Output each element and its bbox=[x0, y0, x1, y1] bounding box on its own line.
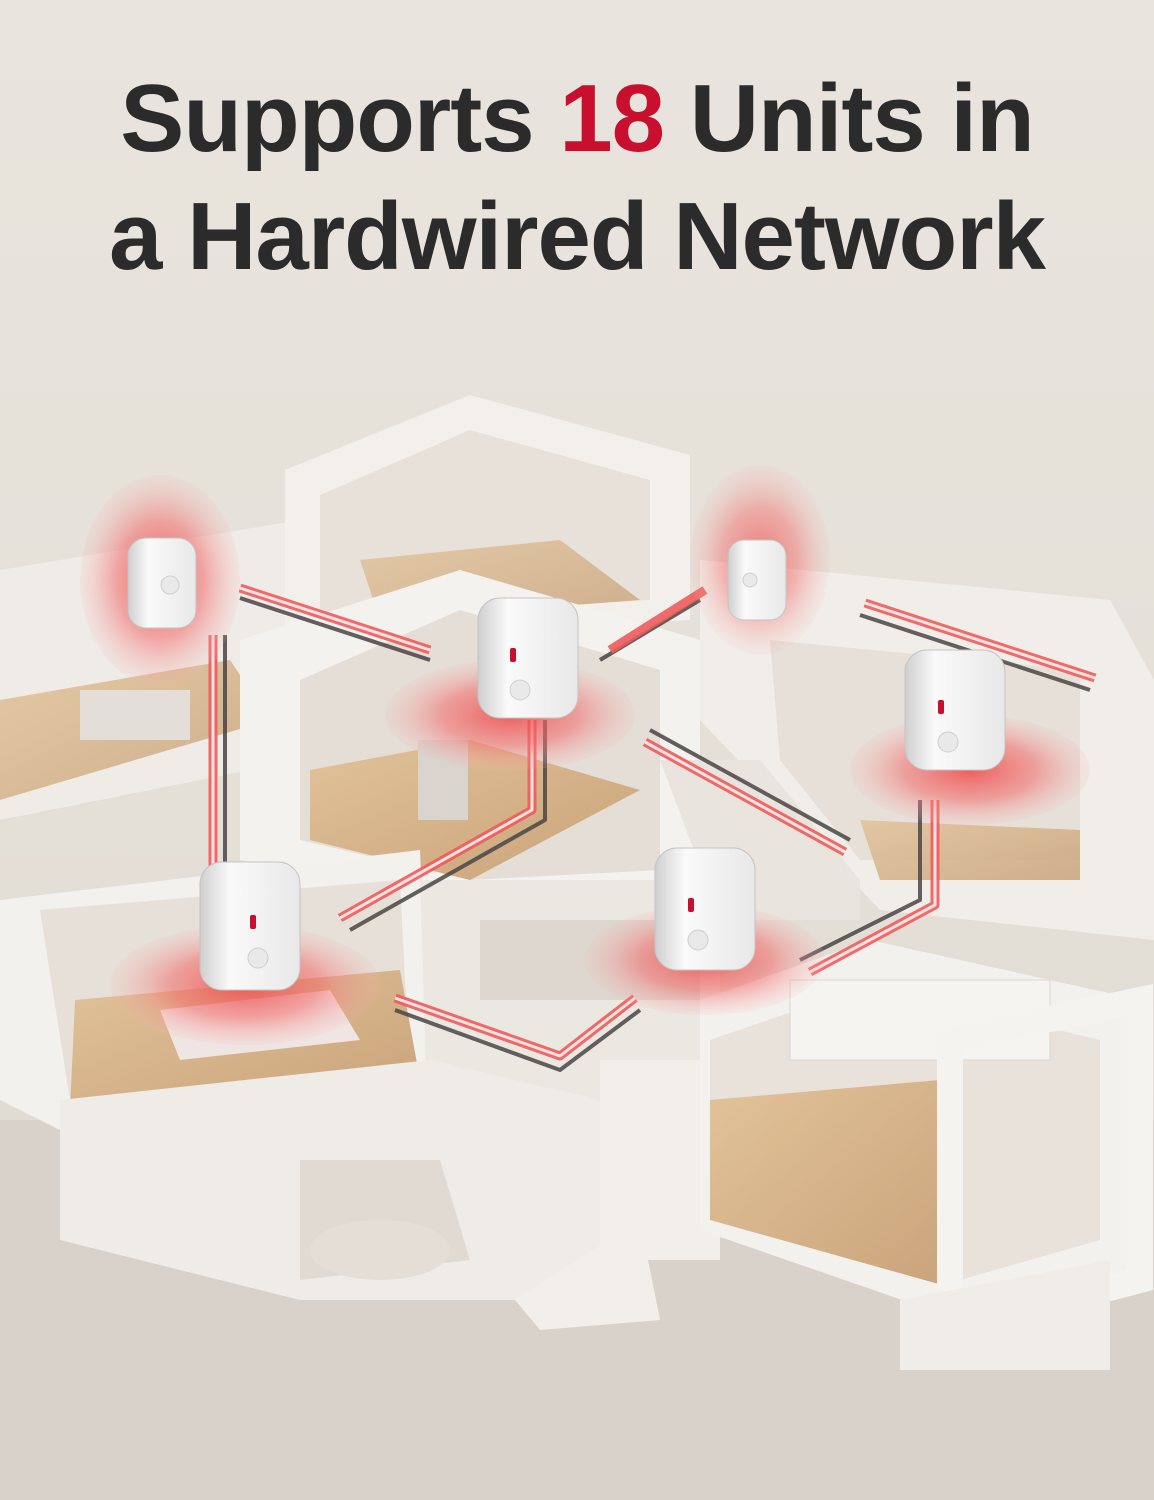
house-garage bbox=[60, 1060, 1110, 1370]
alarm-unit-bottom-center bbox=[585, 847, 825, 1015]
alarm-unit-bottom-left bbox=[110, 861, 380, 1045]
alarm-unit-top-right bbox=[690, 465, 830, 655]
hardwired-network-lines bbox=[208, 583, 1097, 1072]
alarm-unit-right bbox=[850, 649, 1090, 825]
alarm-unit-center bbox=[385, 597, 635, 770]
headline-accent-number: 18 bbox=[559, 65, 665, 172]
house-kitchen bbox=[700, 940, 1153, 1347]
alarm-unit-top-left bbox=[80, 475, 240, 685]
headline-line2: a Hardwired Network bbox=[109, 183, 1046, 290]
headline: Supports 18 Units in a Hardwired Network bbox=[0, 60, 1154, 296]
headline-line1-before: Supports bbox=[120, 65, 560, 172]
headline-line1-after: Units in bbox=[664, 65, 1035, 172]
